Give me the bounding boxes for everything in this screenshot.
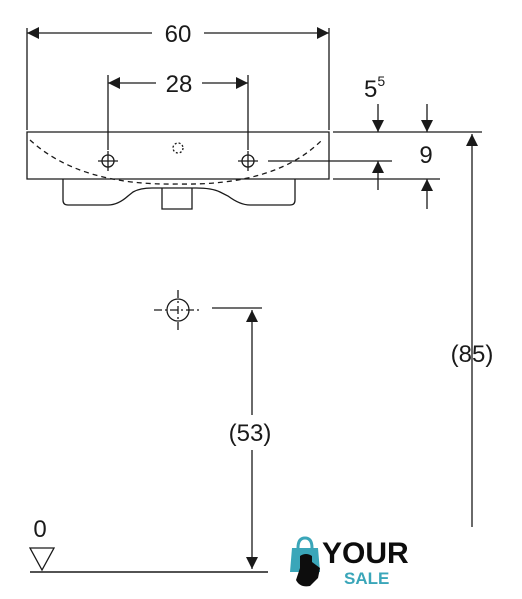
floor-level-symbol [28,547,56,572]
tap-hole-right [238,151,258,171]
tap-hole-left [98,151,118,171]
your-sale-logo: YOUR SALE [290,536,409,588]
waste-outlet-centre-mark [154,290,202,332]
basin-outline [26,131,330,210]
rim-height-label: 9 [419,142,432,169]
width-label: 60 [165,21,192,48]
shopping-bag-hand-icon [290,536,320,587]
logo-word-top: YOUR [322,537,409,570]
overall-height-label: (85) [451,341,494,368]
tap-spacing-label: 28 [166,71,193,98]
outlet-height-label: (53) [229,420,272,447]
floor-level-label: 0 [33,516,46,543]
logo-word-bottom: SALE [344,569,389,588]
rim-offset-label: 55 [364,73,385,103]
